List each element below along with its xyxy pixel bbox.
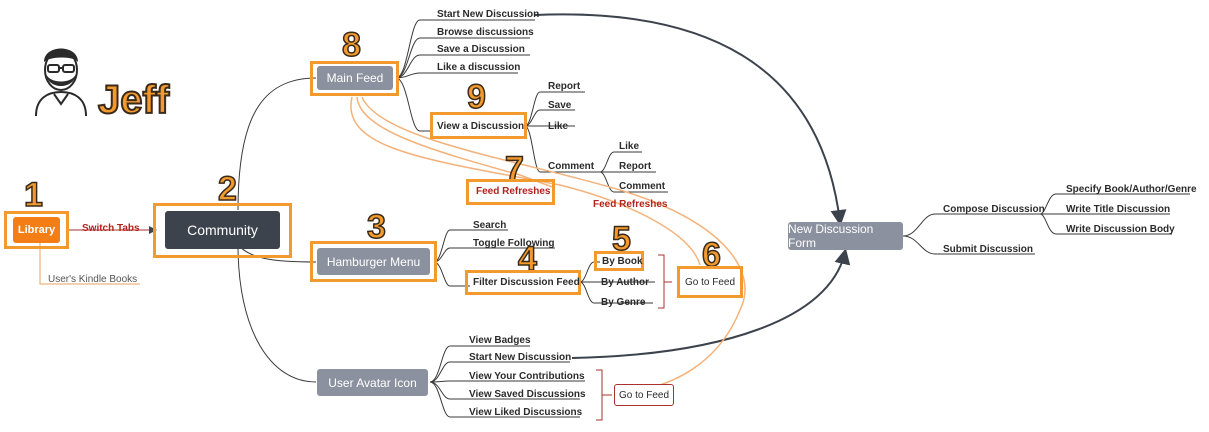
view-discussion-item: Report [548, 81, 581, 92]
refresh-curve-1 [350, 96, 701, 266]
avatar-item: View Badges [469, 335, 531, 346]
filter-item: By Author [601, 277, 649, 288]
avatar-item: View Saved Discussions [469, 389, 586, 400]
main-feed-node[interactable]: Main Feed [317, 66, 393, 90]
filter-item: By Genre [601, 297, 646, 308]
refresh-curve-2 [361, 96, 746, 389]
highlight-library [4, 211, 69, 249]
user-avatar-icon-node[interactable]: User Avatar Icon [317, 369, 428, 396]
comment-item: Report [619, 161, 652, 172]
comment-item: Like [619, 141, 640, 152]
highlight-community [153, 203, 292, 258]
step-number-9: 9 [466, 78, 486, 116]
feed-refreshes-boxed: Feed Refreshes [476, 186, 551, 197]
avatar-item: View Liked Discussions [469, 407, 583, 418]
highlight-go-to-feed [677, 266, 743, 298]
avatar-item: Start New Discussion [469, 352, 572, 363]
hamburger-item: Toggle Following [473, 238, 555, 249]
highlight-by-book [594, 251, 644, 271]
compose-item: Specify Book/Author/Genre [1066, 184, 1197, 195]
hamburger-item: Search [473, 220, 507, 231]
step-number-1: 1 [23, 176, 43, 214]
kindle-books-label: User's Kindle Books [48, 274, 138, 285]
highlight-hamburger [310, 241, 437, 282]
view-discussion-item: Like [548, 121, 569, 132]
switch-tabs-label: Switch Tabs [82, 223, 140, 234]
highlight-view-discussion [430, 112, 527, 139]
main-feed-item: Browse discussions [437, 27, 534, 38]
hamburger-item: Filter Discussion Feed [473, 277, 580, 288]
avatar-item: View Your Contributions [469, 371, 585, 382]
highlight-main-feed [310, 61, 399, 96]
view-discussion-item: Save [548, 100, 572, 111]
hamburger-menu-node[interactable]: Hamburger Menu [317, 248, 430, 275]
edge-community-avatar [237, 244, 317, 383]
step-number-5: 5 [611, 220, 631, 258]
view-discussion-item: Comment [548, 161, 595, 172]
jeff-avatar-icon [35, 48, 87, 117]
comment-item: Comment [619, 181, 666, 192]
step-number-7: 7 [504, 150, 524, 188]
refresh-curve-3 [356, 96, 556, 189]
filter-item: By Book [602, 256, 643, 267]
form-item: Submit Discussion [943, 244, 1034, 255]
compose-item: Write Discussion Body [1066, 224, 1175, 235]
edge-library-kindle [39, 243, 140, 285]
feed-refreshes-label: Feed Refreshes [593, 199, 668, 210]
arrow-avatar-start-to-form [571, 248, 851, 359]
new-discussion-form-node[interactable]: New Discussion Form [788, 222, 903, 250]
step-number-2: 2 [217, 170, 237, 208]
main-feed-item: Start New Discussion [437, 9, 540, 20]
persona-name: Jeff [97, 78, 170, 122]
main-feed-item: View a Discussion [437, 121, 525, 132]
step-number-8: 8 [341, 26, 361, 64]
edge-community-mainfeed [237, 77, 317, 211]
highlight-filter-feed [465, 270, 581, 295]
main-feed-item: Like a discussion [437, 62, 521, 73]
main-feed-item: Save a Discussion [437, 44, 525, 55]
go-to-feed-1: Go to Feed [682, 271, 738, 293]
form-item: Compose Discussion [943, 204, 1045, 215]
step-number-4: 4 [517, 240, 537, 278]
compose-item: Write Title Discussion [1066, 204, 1171, 215]
library-node[interactable]: Library [13, 217, 60, 243]
go-to-feed-2: Go to Feed [614, 384, 674, 406]
step-number-3: 3 [366, 208, 386, 246]
step-number-6: 6 [701, 236, 721, 274]
arrow-start-to-form [534, 13, 847, 226]
highlight-feed-refreshes [466, 179, 555, 205]
community-node[interactable]: Community [165, 211, 280, 249]
